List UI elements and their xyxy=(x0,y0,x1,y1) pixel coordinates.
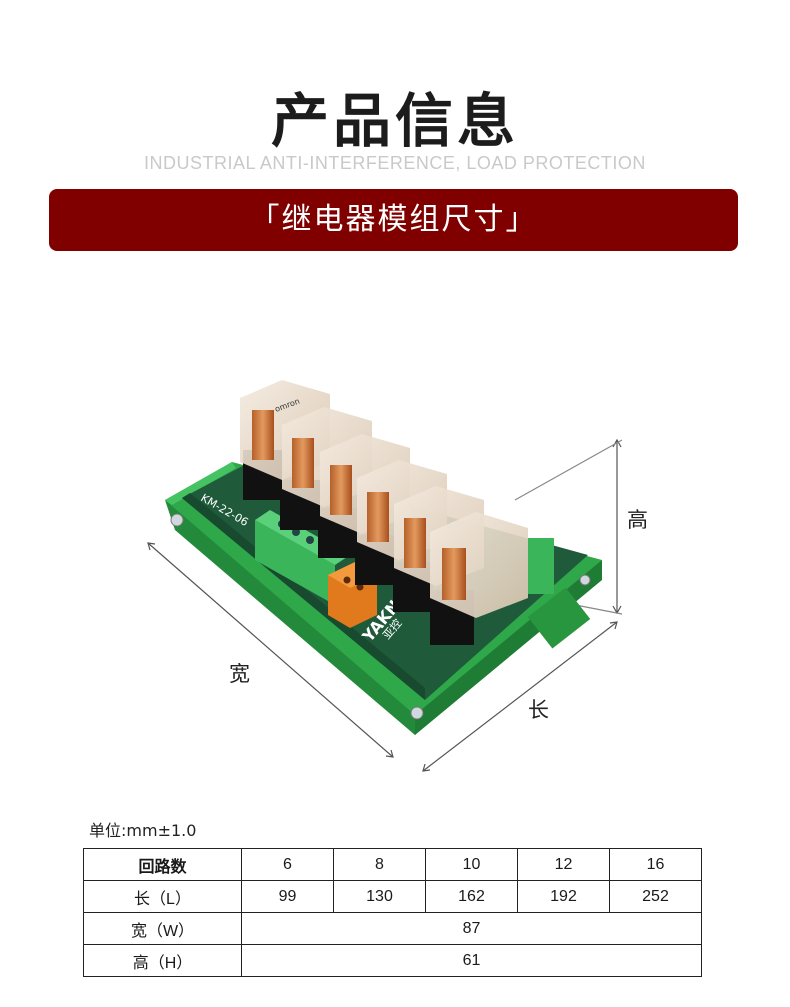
height-label: 高 xyxy=(627,508,648,532)
table-row: 长（L） 99 130 162 192 252 xyxy=(83,880,702,913)
table-cell: 10 xyxy=(425,848,518,881)
table-cell: 12 xyxy=(517,848,610,881)
screw xyxy=(410,706,424,720)
row-label-length: 长（L） xyxy=(83,880,242,913)
table-cell: 162 xyxy=(425,880,518,913)
table-cell: 87 xyxy=(241,912,702,945)
screw xyxy=(579,574,591,586)
row-label-height: 高（H） xyxy=(83,944,242,977)
table-row: 高（H） 61 xyxy=(83,944,702,977)
section-banner: 「继电器模组尺寸」 xyxy=(49,189,738,251)
length-label: 长 xyxy=(528,698,549,722)
table-cell: 99 xyxy=(241,880,334,913)
relay-module-image: KM-22-06 YAKN 亚控 omron xyxy=(147,380,623,772)
page-title: 产品信息 xyxy=(270,87,519,155)
unit-note: 单位:mm±1.0 xyxy=(89,821,197,840)
table-cell: 252 xyxy=(609,880,702,913)
width-label: 宽 xyxy=(229,662,250,686)
row-label-circuits: 回路数 xyxy=(83,848,242,881)
table-cell: 192 xyxy=(517,880,610,913)
table-cell: 130 xyxy=(333,880,426,913)
table-cell: 6 xyxy=(241,848,334,881)
spec-table: 回路数 6 8 10 12 16 长（L） 99 130 162 192 252… xyxy=(83,848,702,977)
page-subtitle: INDUSTRIAL ANTI-INTERFERENCE, LOAD PROTE… xyxy=(144,153,646,173)
table-cell: 61 xyxy=(241,944,702,977)
table-cell: 16 xyxy=(609,848,702,881)
row-label-width: 宽（W） xyxy=(83,912,242,945)
relay-6 xyxy=(430,512,528,645)
relay-row: omron xyxy=(240,380,528,645)
table-row: 宽（W） 87 xyxy=(83,912,702,945)
table-row: 回路数 6 8 10 12 16 xyxy=(83,848,702,881)
screw xyxy=(170,513,184,527)
table-cell: 8 xyxy=(333,848,426,881)
